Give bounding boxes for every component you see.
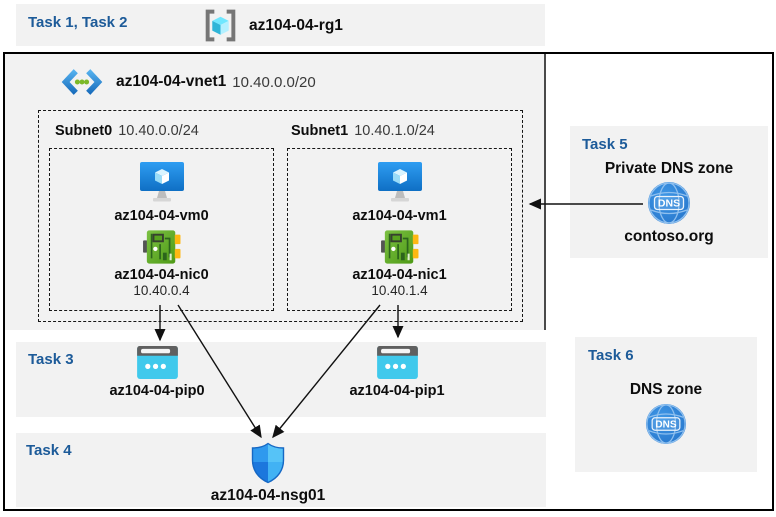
header-task-label: Task 1, Task 2 xyxy=(28,14,128,31)
vm1-icon xyxy=(377,160,423,204)
resource-group-icon xyxy=(202,7,239,44)
dns-zone-icon: DNS xyxy=(645,403,687,445)
nsg-name: az104-04-nsg01 xyxy=(210,487,326,504)
header-band xyxy=(16,4,545,46)
private-dns-zone-title: Private DNS zone xyxy=(604,160,734,177)
subnet1-label: Subnet1 10.40.1.0/24 xyxy=(291,123,435,139)
pip0-group: az104-04-pip0 xyxy=(85,346,229,399)
vnet-name: az104-04-vnet1 xyxy=(116,73,227,90)
vnet-header: az104-04-vnet1 10.40.0.0/20 xyxy=(58,68,316,96)
resource-group-name: az104-04-rg1 xyxy=(249,17,343,34)
subnet0-box: az104-04-vm0 xyxy=(49,148,274,311)
subnet1-cidr: 10.40.1.0/24 xyxy=(354,123,435,139)
vnet-region xyxy=(5,54,546,330)
task6-label: Task 6 xyxy=(588,347,634,364)
nsg-group: az104-04-nsg01 xyxy=(196,442,340,505)
subnet0-label: Subnet0 10.40.0.0/24 xyxy=(55,123,199,139)
pip1-name: az104-04-pip1 xyxy=(349,383,445,399)
pip1-group: az104-04-pip1 xyxy=(325,346,469,399)
nic1-ip: 10.40.1.4 xyxy=(371,283,428,298)
vm0-icon xyxy=(139,160,185,204)
pip1-icon xyxy=(376,346,418,379)
nic1-name: az104-04-nic1 xyxy=(352,267,447,283)
subnet1-box: az104-04-vm1 az104-04-nic1 10.40.1.4 xyxy=(287,148,512,311)
dns-zone-icon-text: DNS xyxy=(655,419,676,430)
subnet0-name: Subnet0 xyxy=(55,123,113,139)
subnet1-name: Subnet1 xyxy=(291,123,349,139)
nic0-ip: 10.40.0.4 xyxy=(133,283,190,298)
vnet-cidr: 10.40.0.0/20 xyxy=(232,73,316,91)
nic0-name: az104-04-nic0 xyxy=(114,267,209,283)
task5-label: Task 5 xyxy=(582,136,628,153)
vm1-name: az104-04-vm1 xyxy=(352,208,447,224)
nic1-icon xyxy=(380,229,419,265)
subnet0-cidr: 10.40.0.0/24 xyxy=(118,123,199,139)
dns-zone-title: DNS zone xyxy=(629,381,703,398)
pip0-name: az104-04-pip0 xyxy=(109,383,205,399)
private-dns-icon: DNS xyxy=(647,181,691,225)
nsg-icon xyxy=(250,442,286,484)
vnet-icon xyxy=(58,68,106,96)
task6-panel: Task 6 DNS zone DNS xyxy=(575,337,757,472)
nic0-icon xyxy=(142,229,181,265)
pip0-icon xyxy=(136,346,178,379)
private-dns-icon-text: DNS xyxy=(658,198,680,210)
task3-label: Task 3 xyxy=(28,351,74,368)
vm0-name: az104-04-vm0 xyxy=(114,208,209,224)
task4-label: Task 4 xyxy=(26,442,72,459)
private-dns-zone-name: contoso.org xyxy=(624,228,714,245)
task5-panel: Task 5 Private DNS zone DNS xyxy=(570,126,768,258)
